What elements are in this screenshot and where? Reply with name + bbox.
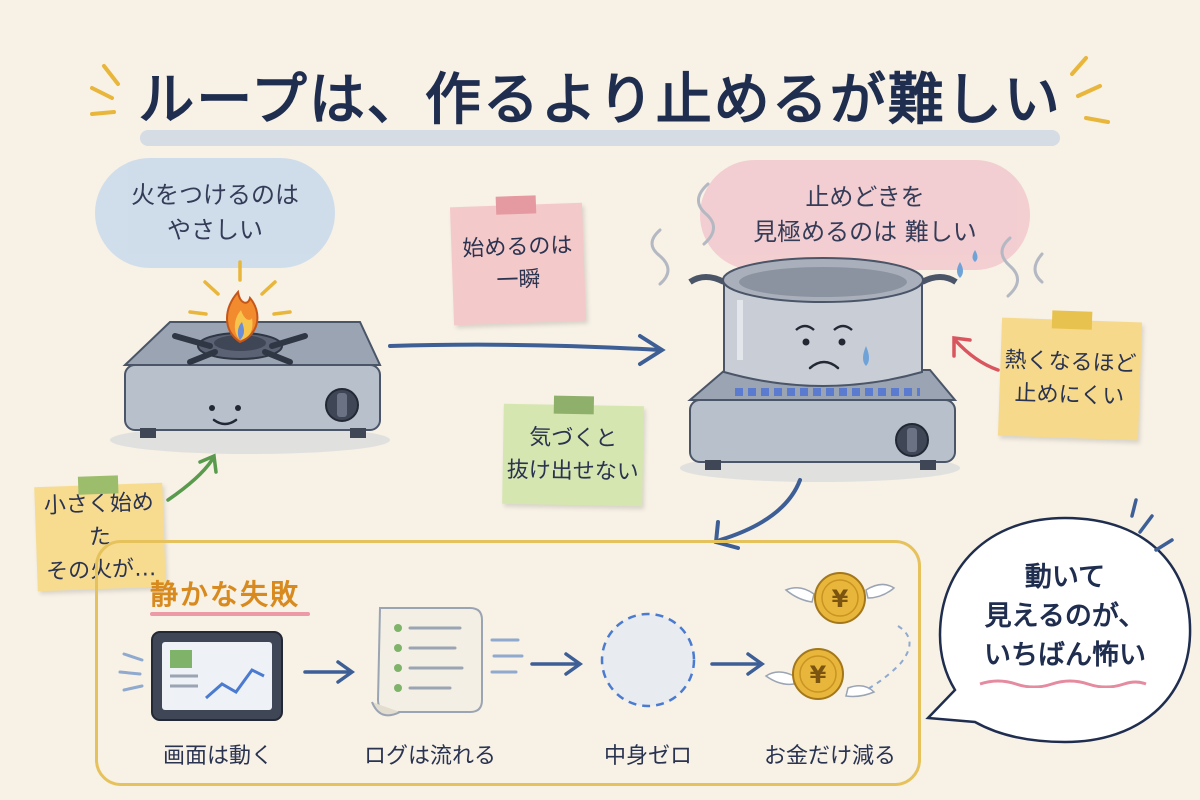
panel-title: 静かな失敗	[150, 578, 301, 611]
arrow-step-2	[530, 652, 584, 676]
bubble-wavy-underline	[979, 679, 1147, 688]
step-label-screen: 画面は動く	[162, 744, 273, 769]
speech-bubble-text: 動いて 見えるのが、 いちばん怖い	[950, 558, 1180, 675]
step-label-log: ログは流れる	[363, 744, 496, 769]
panel-title-underline	[150, 612, 310, 616]
cloud-left-line1: 火をつけるのは	[131, 181, 299, 210]
arrow-small-to-stove	[166, 453, 218, 502]
step-label-empty: 中身ゼロ	[603, 744, 692, 769]
bubble-line2: 見えるのが、	[984, 601, 1146, 633]
coin-yen-symbol-1: ¥	[832, 585, 849, 613]
bubble-line3: いちばん怖い	[984, 640, 1146, 672]
step-label-money: お金だけ減る	[763, 744, 896, 769]
arrow-start-to-pot	[388, 334, 666, 366]
log-scroll-icon	[371, 607, 524, 717]
sweat-drops-icon	[957, 250, 978, 278]
cloud-hard-to-stop: 止めどきを 見極めるのは 難しい	[700, 160, 1030, 270]
arrow-step-1	[303, 660, 356, 684]
arrow-step-3	[710, 652, 766, 676]
gas-stove-left-icon	[110, 321, 390, 454]
title-underline	[140, 130, 1060, 146]
cloud-easy-to-light: 火をつけるのは やさしい	[95, 158, 335, 268]
worried-pot-icon	[688, 257, 958, 387]
cloud-right-line2: 見極めるのは 難しい	[753, 218, 977, 246]
tablet-chart-icon	[118, 631, 283, 721]
bubble-line1: 動いて	[1024, 562, 1106, 593]
arrow-hot-to-pot	[952, 336, 1000, 372]
flying-yen-coins-icon: ¥ ¥	[764, 572, 911, 700]
flame-icon	[188, 260, 292, 344]
quiet-failure-panel	[95, 540, 921, 786]
main-title: ループは、作るより止めるが難しい	[138, 68, 1062, 133]
steam-icon	[650, 182, 1044, 298]
cloud-right-line1: 止めどきを	[805, 183, 925, 212]
empty-circle-icon	[600, 612, 696, 708]
coin-yen-symbol-2: ¥	[810, 661, 827, 689]
cloud-left-line2: やさしい	[167, 216, 263, 244]
